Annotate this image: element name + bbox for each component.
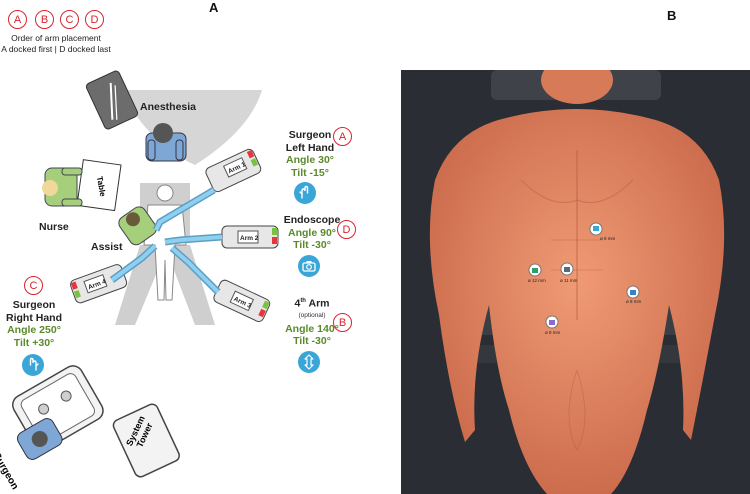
role-right-hand-line2: Right Hand [6,311,62,324]
nurse-figure [42,167,83,207]
or-layout-diagram: Arm 1 Arm 2 Arm 3 Arm 4 [12,70,279,478]
role-fourth-arm-angle: Angle 140° [285,322,339,335]
role-right-hand-angle: Angle 250° [7,324,61,336]
role-left-hand-line1: Surgeon [288,129,332,141]
assist-label: Assist [91,241,123,253]
legend-line-2: A docked first | D docked last [1,44,111,54]
anesthesiologist-figure [145,123,187,162]
port-camera-label: ø 8 mm [600,236,616,241]
legend-line-1: Order of arm placement [11,33,101,43]
order-badge-a: A [333,127,352,146]
updown-arrows-icon [298,351,320,373]
anesthesia-machine-icon [85,70,139,130]
anesthesia-zone [120,90,262,165]
surgeon-figure [16,418,63,460]
system-tower [112,403,180,478]
role-right-hand: Surgeon Right Hand Angle 250° Tilt +30° [4,299,64,349]
order-badge-d: D [337,220,356,239]
role-right-hand-line1: Surgeon [12,299,56,311]
arm-1-unit: Arm 1 [152,148,262,232]
port-fourth-arm-label: ø 8 mm [545,330,561,335]
nurse-table [76,159,122,212]
role-fourth-arm-tilt: Tilt -30° [293,335,331,347]
hand-icon [294,182,316,204]
port-right-hand-label: ø 8 mm [626,299,642,304]
role-endoscope-line1: Endoscope [283,214,341,226]
legend-letter-c: C [60,10,79,29]
port-camera-marker [589,222,603,236]
legend-letter-b: B [35,10,54,29]
role-right-hand-tilt: Tilt +30° [13,336,55,349]
role-endoscope-tilt: Tilt -30° [293,239,331,251]
role-fourth-arm: 4th Arm (optional) Angle 140° Tilt -30° [282,295,342,348]
role-fourth-arm-optional: (optional) [298,312,326,319]
role-left-hand-tilt: Tilt -15° [291,166,329,179]
legend-letter-a: A [8,10,27,29]
role-left-hand: Surgeon Left Hand Angle 30° Tilt -15° [282,129,338,179]
order-badge-b: B [333,313,352,332]
arm-4-unit: Arm 4 [70,243,158,304]
panel-a-label: A [209,0,219,15]
torso-render [401,70,750,494]
port-fourth-arm-marker [545,315,559,329]
arm-2-label: Arm 2 [240,235,259,242]
role-endoscope: Endoscope Angle 90° Tilt -30° [282,214,342,252]
role-left-hand-line2: Left Hand [285,141,335,154]
port-arm-11-marker [560,262,574,276]
anesthesia-label: Anesthesia [140,101,197,113]
port-left-hand-marker [528,263,542,277]
arm-2-unit: Arm 2 [164,225,279,249]
role-fourth-arm-line1: 4th Arm [294,297,330,310]
port-arm-11-label: ø 11 mm [560,278,578,283]
port-right-hand-marker [626,285,640,299]
nurse-label: Nurse [39,221,69,233]
arm-3-unit: Arm 3 [169,245,271,322]
camera-icon [298,255,320,277]
legend-letter-d: D [85,10,104,29]
hand-icon [22,354,44,376]
assistant-figure [118,206,157,246]
panel-b-label: B [667,8,677,23]
role-endoscope-angle: Angle 90° [288,226,336,239]
port-left-hand-label: ø 12 mm [528,278,546,283]
role-left-hand-angle: Angle 30° [286,154,334,166]
order-badge-c: C [24,276,43,295]
